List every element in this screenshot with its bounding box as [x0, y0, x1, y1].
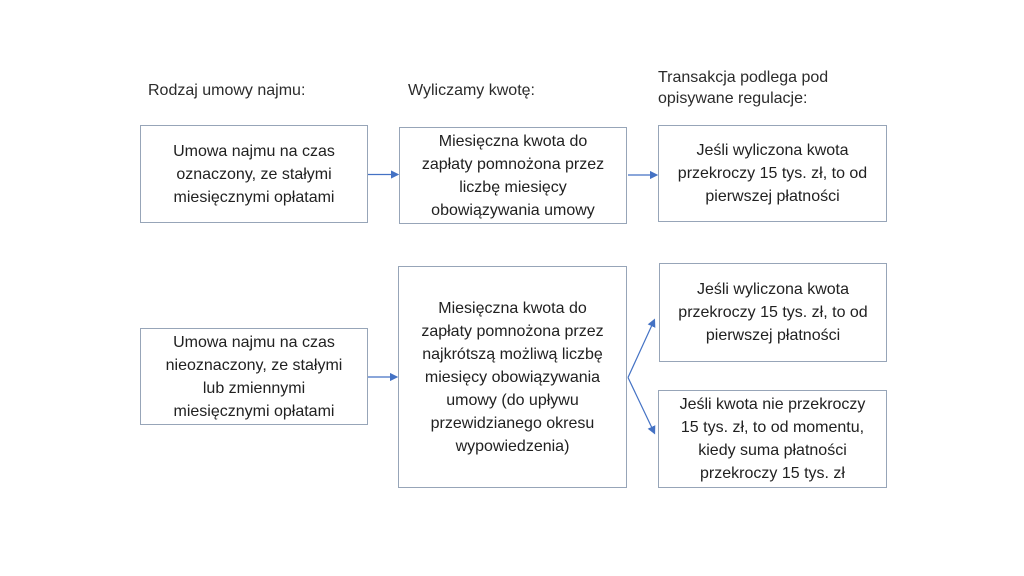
node-indefinite-amount: Miesięczna kwota do zapłaty pomnożona pr…: [398, 266, 627, 488]
node-indefinite-lease: Umowa najmu na czas nieoznaczony, ze sta…: [140, 328, 368, 425]
node-fixed-term-regulation: Jeśli wyliczona kwota przekroczy 15 tys.…: [658, 125, 887, 222]
node-indefinite-regulation-over-limit: Jeśli wyliczona kwota przekroczy 15 tys.…: [659, 263, 887, 362]
column-header-regulation: Transakcja podlega pod opisywane regulac…: [658, 69, 829, 107]
column-header-lease-type: Rodzaj umowy najmu:: [148, 82, 306, 99]
node-fixed-term-lease: Umowa najmu na czas oznaczony, ze stałym…: [140, 125, 368, 223]
column-header-amount-calculation: Wyliczamy kwotę:: [408, 82, 535, 99]
node-indefinite-regulation-under-limit: Jeśli kwota nie przekroczy 15 tys. zł, t…: [658, 390, 887, 488]
arrow-indefinite-amount-to-over-limit: [627, 318, 656, 378]
arrow-indefinite-amount-to-under-limit: [627, 377, 656, 435]
node-fixed-term-amount: Miesięczna kwota do zapłaty pomnożona pr…: [399, 127, 627, 224]
